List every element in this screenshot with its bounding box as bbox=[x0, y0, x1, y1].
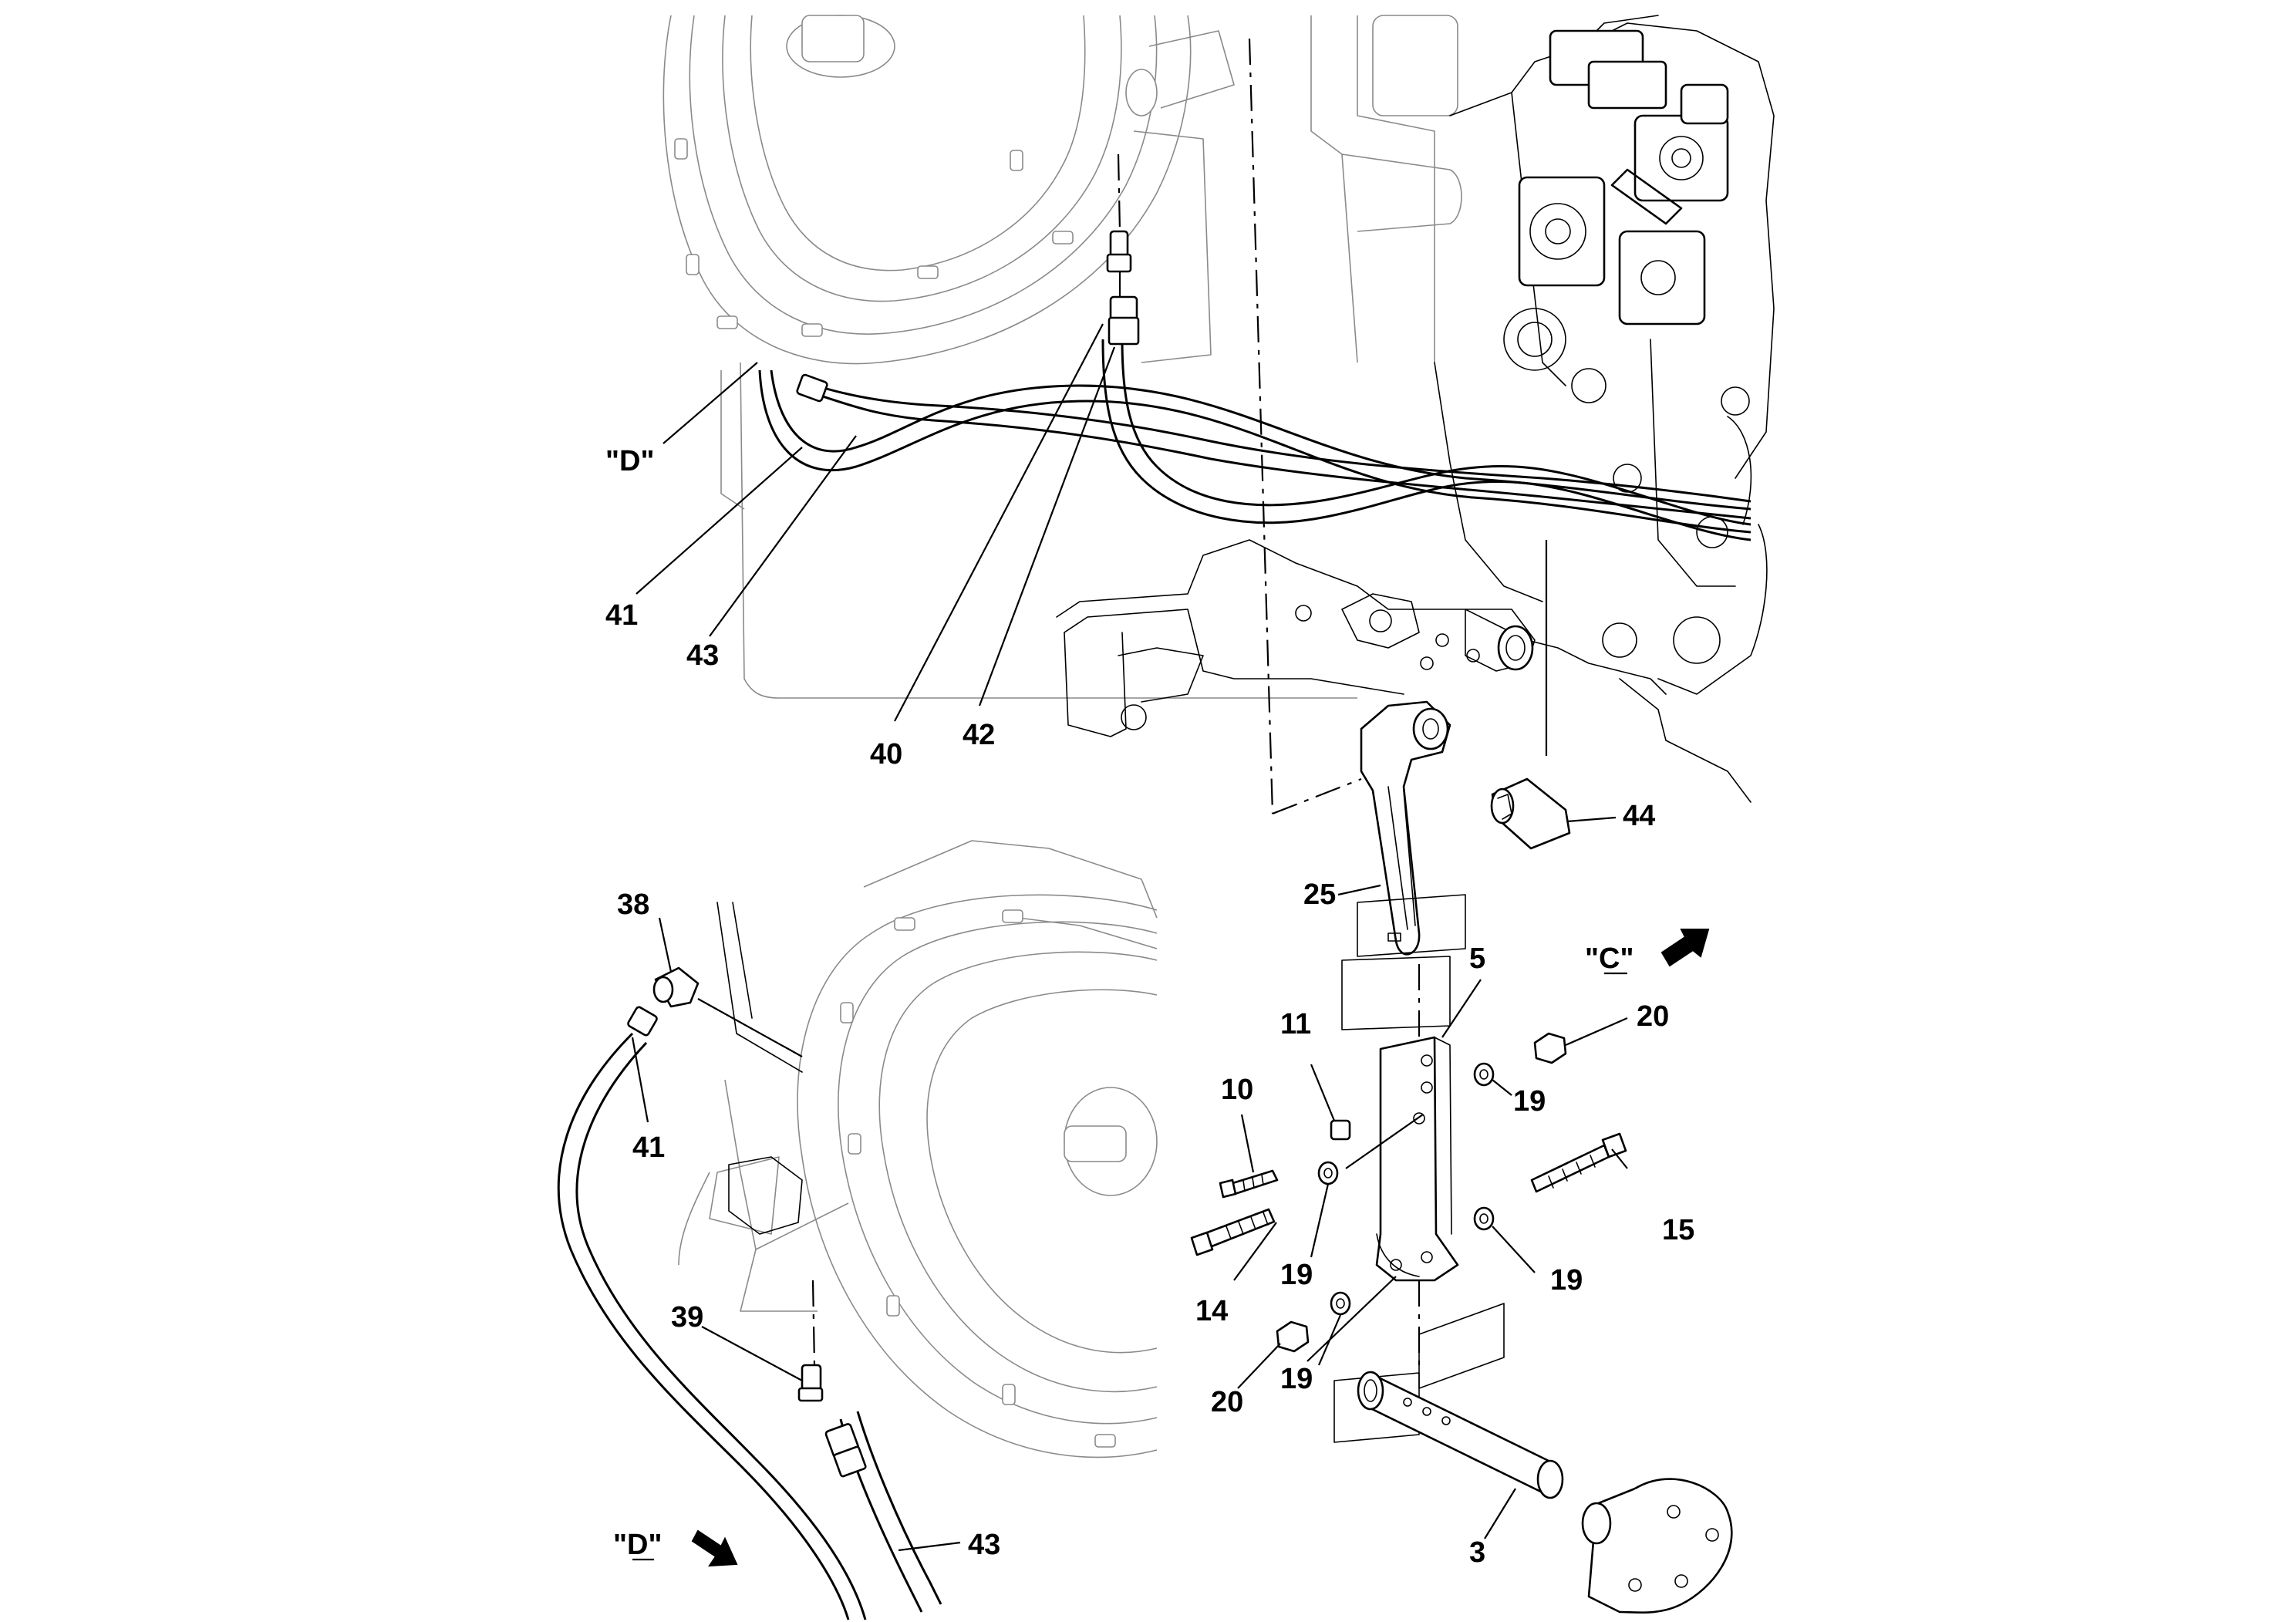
callout-43: 43 bbox=[686, 639, 719, 672]
callout-42: 42 bbox=[963, 719, 995, 751]
callout-44: 44 bbox=[1623, 800, 1655, 832]
view-arrow-d bbox=[691, 1529, 738, 1567]
callout-19-b: 19 bbox=[1280, 1259, 1313, 1291]
bushing-44 bbox=[1490, 777, 1571, 850]
nut-20-top bbox=[1533, 1032, 1567, 1064]
callout-11: 11 bbox=[1280, 1008, 1311, 1040]
bolt-14 bbox=[1190, 1208, 1276, 1256]
view-label-d-bottom: "D" bbox=[613, 1529, 662, 1561]
callout-10: 10 bbox=[1221, 1074, 1253, 1106]
callout-20-bottom: 20 bbox=[1211, 1386, 1243, 1418]
bolt-10 bbox=[1219, 1169, 1279, 1199]
callout-39: 39 bbox=[671, 1301, 703, 1334]
hose-bundle-top bbox=[758, 339, 1752, 541]
callout-20-top: 20 bbox=[1637, 1000, 1669, 1033]
shaft-3 bbox=[1357, 1280, 1733, 1614]
shift-linkage-assembly bbox=[1190, 700, 1733, 1614]
washer-19-a bbox=[1317, 1161, 1339, 1185]
mounting-bracket-top bbox=[1056, 539, 1752, 803]
bracket-5 bbox=[1375, 964, 1459, 1282]
washer-19-d bbox=[1330, 1291, 1351, 1316]
fitting-39 bbox=[797, 1280, 867, 1478]
transmission-casing-top bbox=[720, 15, 1462, 699]
callout-5: 5 bbox=[1469, 943, 1485, 975]
ref-plane-2 bbox=[1341, 956, 1451, 1030]
washer-19-b bbox=[1473, 1062, 1495, 1087]
fitting-38 bbox=[627, 966, 700, 1037]
callout-25: 25 bbox=[1303, 878, 1336, 911]
torque-converter-top bbox=[663, 15, 1235, 365]
callout-43-bottom: 43 bbox=[968, 1529, 1000, 1561]
nut-20-bottom bbox=[1276, 1320, 1310, 1353]
engine-block-top bbox=[1434, 15, 1775, 695]
callout-3: 3 bbox=[1469, 1536, 1485, 1569]
callout-15: 15 bbox=[1662, 1214, 1694, 1246]
bracket-rod bbox=[716, 902, 803, 1073]
callout-41-bottom: 41 bbox=[632, 1131, 665, 1164]
callout-19-a: 19 bbox=[1513, 1085, 1546, 1118]
callout-labels: "D" 41 43 40 42 44 25 5 "C" 11 20 10 19 … bbox=[605, 445, 1694, 1569]
washer-19-c bbox=[1473, 1206, 1495, 1231]
view-direction-c-icon bbox=[1660, 929, 1710, 967]
view-direction-d-icon bbox=[691, 1529, 738, 1567]
callout-19-d: 19 bbox=[1280, 1363, 1313, 1395]
ref-plane-3 bbox=[1418, 1303, 1505, 1389]
nut-11 bbox=[1330, 1119, 1351, 1141]
bolt-15 bbox=[1530, 1132, 1627, 1193]
torque-converter-bottom bbox=[678, 840, 1158, 1458]
callout-40: 40 bbox=[870, 738, 902, 771]
lever-25 bbox=[1360, 700, 1451, 956]
callout-41: 41 bbox=[605, 599, 638, 632]
ref-plane-1 bbox=[1357, 894, 1466, 957]
ref-plane-4 bbox=[1333, 1372, 1420, 1443]
callout-38: 38 bbox=[617, 889, 649, 921]
callout-19-c: 19 bbox=[1550, 1264, 1583, 1297]
view-label-d-top: "D" bbox=[605, 445, 654, 477]
hose-end-42 bbox=[1109, 295, 1138, 322]
top-assembly-view bbox=[636, 15, 1775, 815]
view-arrow-c bbox=[1660, 929, 1710, 967]
detail-view-d bbox=[557, 840, 1158, 1620]
view-label-c: "C" bbox=[1585, 943, 1633, 975]
callout-14: 14 bbox=[1195, 1295, 1228, 1327]
fitting-40-42 bbox=[796, 153, 1140, 403]
